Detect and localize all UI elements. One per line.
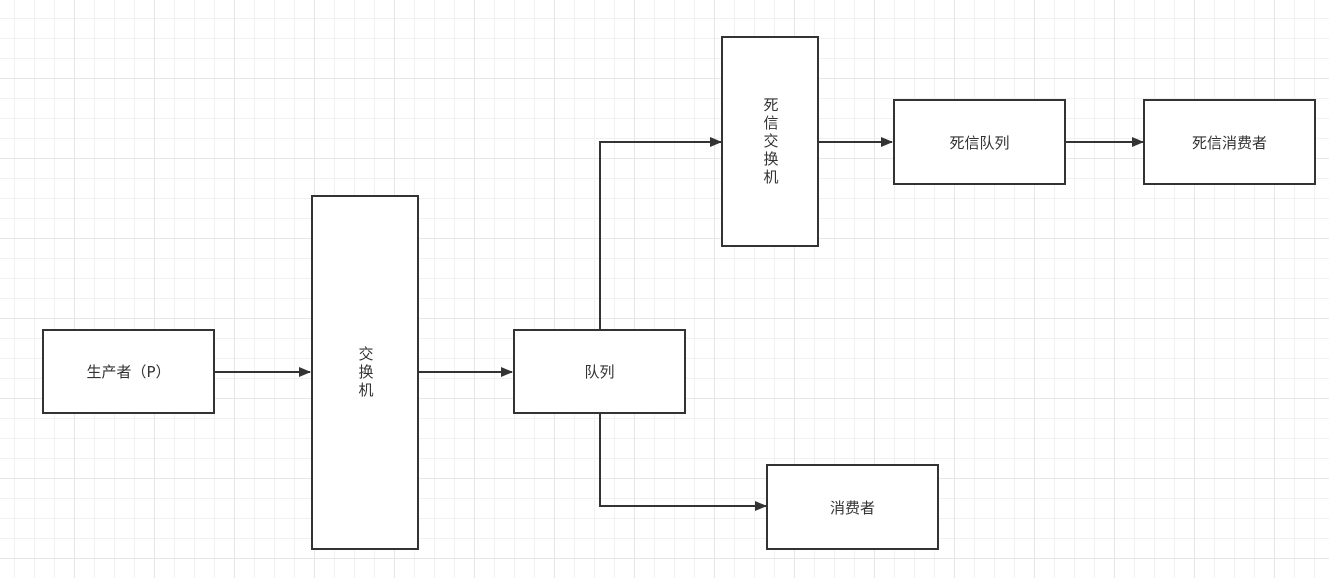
node-producer-label: 生产者（P） (86, 363, 171, 381)
node-dead-letter-consumer-label: 死信消费者 (1191, 133, 1267, 152)
node-queue[interactable]: 队列 (513, 329, 686, 414)
edge-queue-to-dead-letter-exchange[interactable] (599, 137, 722, 329)
node-dead-letter-exchange-label: 死信交换机 (761, 96, 780, 187)
edge-queue-to-consumer[interactable] (599, 413, 767, 511)
node-dead-letter-queue[interactable]: 死信队列 (893, 99, 1066, 185)
node-exchange[interactable]: 交换机 (311, 195, 419, 550)
node-exchange-label: 交换机 (356, 345, 375, 400)
node-dead-letter-queue-label: 死信队列 (949, 133, 1010, 152)
node-consumer-label: 消费者 (829, 498, 875, 517)
node-consumer[interactable]: 消费者 (766, 464, 939, 550)
node-queue-label: 队列 (584, 363, 615, 381)
node-dead-letter-exchange[interactable]: 死信交换机 (721, 36, 819, 247)
canvas-edge (0, 578, 1329, 586)
node-dead-letter-consumer[interactable]: 死信消费者 (1143, 99, 1316, 185)
node-producer[interactable]: 生产者（P） (42, 329, 215, 414)
